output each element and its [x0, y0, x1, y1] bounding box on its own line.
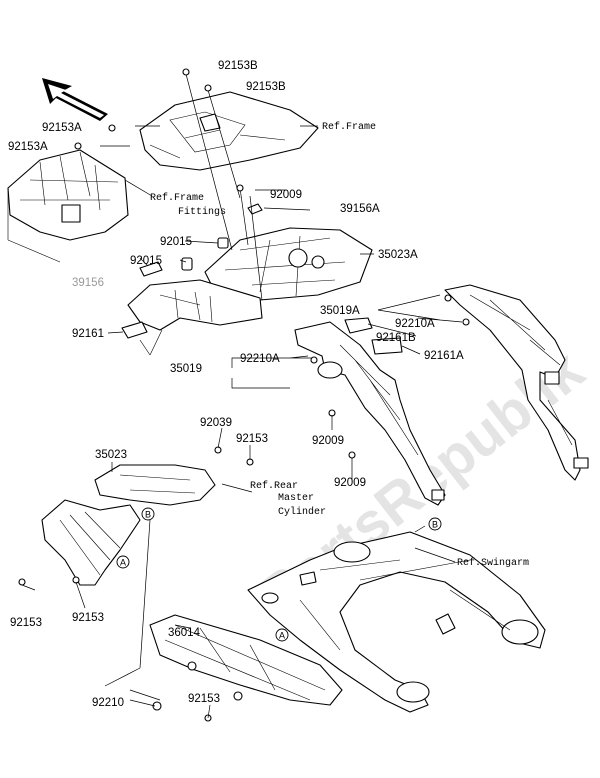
callout-36014: 36014 [168, 627, 201, 639]
callout-92161b: 92161B [376, 332, 416, 344]
svg-text:A: A [279, 631, 285, 641]
collar-92015-b[interactable] [181, 257, 193, 271]
callout-92153b-1: 92153B [218, 60, 258, 72]
marker-a-1: A [116, 555, 130, 569]
seat-cowl[interactable] [139, 91, 319, 171]
underseat-cover[interactable] [121, 279, 263, 356]
ref-frame-fittings-label-2: Fittings [178, 206, 226, 218]
ref-rear-master-label-3: Cylinder [278, 506, 326, 518]
callout-35023: 35023 [95, 449, 127, 461]
rear-fender-box[interactable] [7, 149, 129, 263]
callout-92153a-2: 92153A [8, 141, 48, 153]
ref-rear-master-label-1: Ref.Rear [250, 480, 298, 492]
damper-92161b[interactable] [344, 317, 373, 334]
svg-text:B: B [145, 510, 151, 520]
callout-92161a: 92161A [424, 350, 464, 362]
rear-fender-lower[interactable] [41, 464, 216, 586]
callout-92153-2: 92153 [10, 617, 42, 629]
callout-92153-1: 92153 [236, 433, 268, 445]
callout-92153a-1: 92153A [42, 122, 82, 134]
collar-92015-a[interactable] [217, 237, 229, 249]
marker-a-2: A [275, 628, 289, 642]
damper-92161a[interactable] [371, 337, 403, 355]
callout-92153b-2: 92153B [246, 81, 286, 93]
callout-92009-3: 92009 [334, 477, 366, 489]
callout-39156: 39156 [72, 277, 104, 289]
bolts [18, 68, 470, 722]
callout-39156a: 39156A [340, 203, 380, 215]
callout-92009-1: 92009 [270, 189, 302, 201]
svg-text:A: A [120, 558, 126, 568]
callout-92039: 92039 [200, 417, 232, 429]
seal-39156[interactable] [139, 261, 163, 277]
pad-39156a[interactable] [247, 203, 263, 215]
ref-frame-fittings-label-1: Ref.Frame [150, 192, 204, 204]
tail-fender-center[interactable] [204, 227, 373, 301]
rear-frame-left[interactable] [294, 321, 446, 506]
callout-92015-1: 92015 [160, 236, 192, 248]
callout-92210a-2: 92210A [240, 353, 280, 365]
callout-92210: 92210 [92, 697, 124, 709]
callout-92161: 92161 [72, 328, 104, 340]
svg-text:B: B [432, 520, 438, 530]
callout-92015-2: 92015 [130, 255, 162, 267]
callout-92153-4: 92153 [188, 693, 220, 705]
rear-frame-right[interactable] [444, 284, 589, 481]
callout-35019a: 35019A [320, 305, 360, 317]
callout-35019: 35019 [170, 363, 202, 375]
callout-92153-3: 92153 [72, 612, 104, 624]
chain-guard[interactable] [149, 614, 343, 706]
front-direction-arrow [42, 78, 108, 121]
swingarm[interactable] [247, 531, 546, 713]
callout-35023a: 35023A [378, 249, 418, 261]
leader-lines [21, 125, 463, 719]
callout-92210a-1: 92210A [395, 318, 435, 330]
marker-b-2: B [428, 517, 442, 531]
ref-frame-label: Ref.Frame [322, 121, 376, 133]
ref-rear-master-label-2: Master [278, 493, 314, 504]
callout-92009-2: 92009 [312, 435, 344, 447]
marker-b-1: B [141, 507, 155, 521]
ref-swingarm-label: Ref.Swingarm [457, 557, 529, 569]
